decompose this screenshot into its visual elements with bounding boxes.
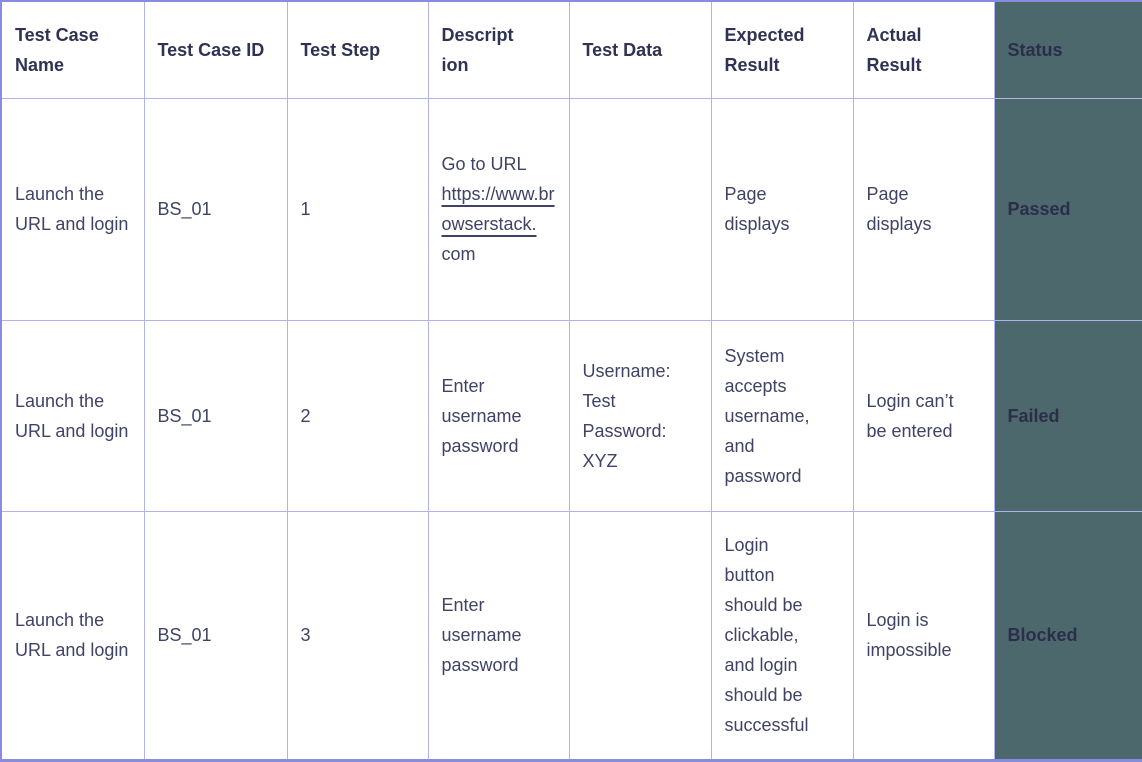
cell-test-case-name: Launch the URL and login (0, 97, 145, 321)
description-text: Go to URL (441, 154, 527, 174)
description-text: Enter username password (441, 375, 522, 456)
cell-test-step: 3 (286, 510, 429, 761)
header-row: Test Case Name Test Case ID Test Step De… (0, 0, 1142, 99)
table-row-3: Launch the URL and login BS_01 3 Enter u… (0, 510, 1142, 761)
test-data-text: Username: Test Password: XYZ (582, 360, 671, 471)
col-header-actual-result: Actual Result (852, 0, 995, 99)
cell-test-data: Username: Test Password: XYZ (568, 319, 712, 512)
actual-result-text: Login is impossible (866, 610, 952, 660)
cell-test-case-id: BS_01 (143, 319, 288, 512)
cell-actual-result: Login can’t be entered (852, 319, 995, 512)
cell-expected-result: System accepts username, and password (710, 319, 854, 512)
actual-result-text: Login can’t be entered (866, 390, 954, 441)
col-header-expected-result: Expected Result (710, 0, 854, 99)
cell-description: Go to URL https://www.browserstack. com (427, 97, 570, 321)
col-header-test-data: Test Data (568, 0, 712, 99)
cell-actual-result: Page displays (852, 97, 995, 321)
cell-actual-result: Login is impossible (852, 510, 995, 761)
browserstack-link-underlined[interactable]: https://www.browserstack. (441, 184, 555, 234)
cell-status: Failed (993, 319, 1142, 512)
col-header-test-step: Test Step (286, 0, 429, 99)
cell-test-step: 2 (286, 319, 429, 512)
col-header-status: Status (993, 0, 1142, 99)
col-header-description-label: Description (441, 24, 514, 75)
browserstack-link-tail[interactable]: com (441, 244, 476, 264)
cell-test-case-id: BS_01 (143, 97, 288, 321)
browserstack-link[interactable]: https://www.browserstack. com (442, 179, 556, 269)
cell-test-data (568, 510, 712, 761)
table-row-2: Launch the URL and login BS_01 2 Enter u… (0, 319, 1142, 512)
actual-result-text: Page displays (866, 184, 932, 234)
cell-test-data (568, 97, 712, 321)
cell-status: Passed (993, 97, 1142, 321)
cell-status: Blocked (993, 510, 1142, 761)
expected-result-text: Page displays (724, 184, 790, 234)
cell-test-case-name: Launch the URL and login (0, 510, 145, 761)
expected-result-text: System accepts username, and password (724, 345, 810, 486)
cell-test-case-name: Launch the URL and login (0, 319, 145, 512)
cell-expected-result: Login button should be clickable, and lo… (710, 510, 854, 761)
description-text: Enter username password (441, 595, 522, 675)
expected-result-text: Login button should be clickable, and lo… (724, 535, 809, 735)
cell-description: Enter username password (427, 510, 570, 761)
cell-expected-result: Page displays (710, 97, 854, 321)
table-row-1: Launch the URL and login BS_01 1 Go to U… (0, 97, 1142, 321)
cell-test-case-id: BS_01 (143, 510, 288, 761)
col-header-description: Description (427, 0, 570, 99)
cell-test-step: 1 (286, 97, 429, 321)
cell-description: Enter username password (427, 319, 570, 512)
col-header-test-case-id: Test Case ID (143, 0, 288, 99)
col-header-test-case-name: Test Case Name (0, 0, 145, 99)
